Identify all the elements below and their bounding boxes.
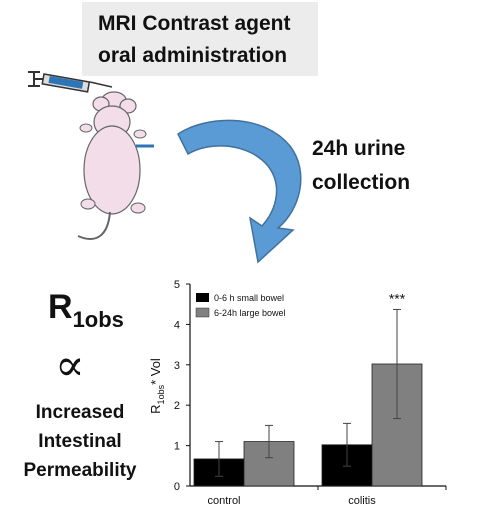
- y-tick-label: 3: [174, 360, 180, 372]
- permeability-line-3: Permeability: [23, 460, 137, 481]
- legend-label-large-bowel: 6-24h large bowel: [214, 308, 286, 318]
- legend-swatch-small-bowel: [196, 293, 209, 302]
- urine-line-2: collection: [312, 171, 411, 194]
- y-tick-label: 1: [174, 441, 180, 453]
- urine-line-1: 24h urine: [312, 137, 406, 160]
- syringe-icon: [28, 71, 113, 93]
- bar-chart: R1obs* Vol 0-6 h small bowel 6-24h large…: [148, 279, 447, 507]
- administration-line-1: MRI Contrast agent: [98, 12, 291, 35]
- y-tick-label: 5: [174, 279, 180, 291]
- r1obs-sub: 1obs: [72, 307, 124, 332]
- urine-collection-label: 24h urine collection: [312, 132, 410, 200]
- r1obs-label: R1obs: [48, 288, 124, 333]
- y-tick-label: 4: [174, 319, 180, 331]
- permeability-line-1: Increased: [35, 402, 125, 423]
- proportional-symbol: ∝: [55, 340, 85, 391]
- legend-label-small-bowel: 0-6 h small bowel: [214, 293, 284, 303]
- permeability-line-2: Intestinal: [38, 431, 122, 452]
- legend-swatch-large-bowel: [195, 307, 210, 318]
- y-tick-label: 2: [174, 400, 180, 412]
- y-axis-title: R1obs* Vol: [148, 358, 166, 414]
- significance-annotation: ***: [389, 290, 406, 306]
- x-tick-label: colitis: [348, 495, 376, 507]
- legend: 0-6 h small bowel 6-24h large bowel: [195, 293, 286, 318]
- mouse-icon: [77, 91, 147, 240]
- permeability-label: Increased Intestinal Permeability: [0, 398, 160, 485]
- r1obs-main: R: [48, 288, 73, 326]
- administration-label: MRI Contrast agent oral administration: [82, 2, 318, 76]
- x-tick-label: control: [207, 495, 240, 507]
- y-tick-label: 0: [174, 481, 180, 493]
- curved-arrow-icon: [177, 119, 302, 264]
- administration-line-2: oral administration: [98, 44, 288, 67]
